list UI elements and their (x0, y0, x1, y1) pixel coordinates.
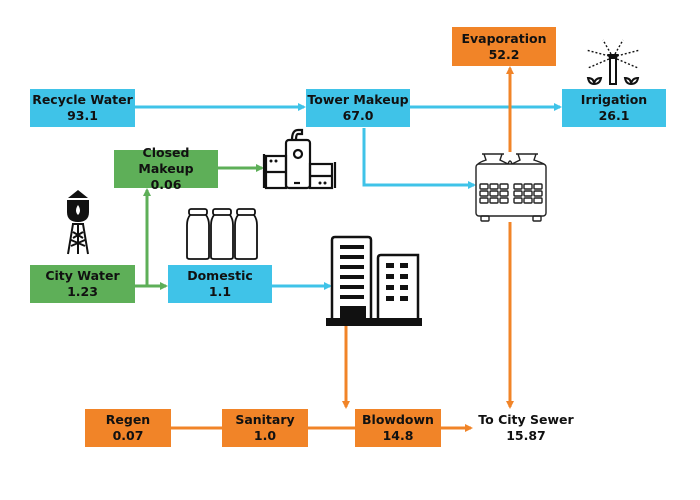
node-label: Sanitary (235, 412, 295, 427)
node-value: 14.8 (382, 428, 414, 443)
node-irrigation: Irrigation 26.1 (562, 89, 666, 127)
node-label: Domestic (187, 268, 253, 283)
node-value: 1.1 (208, 284, 232, 299)
node-tower-makeup: Tower Makeup 67.0 (306, 89, 410, 127)
node-label: Regen (105, 412, 151, 427)
node-recycle-water: Recycle Water 93.1 (30, 89, 135, 127)
sprinkler-icon (585, 39, 641, 85)
node-to-city-sewer: To City Sewer 15.87 (474, 409, 578, 447)
node-city-water: City Water 1.23 (30, 265, 135, 303)
node-value: 52.2 (488, 46, 520, 62)
node-label: City Water (45, 268, 120, 283)
node-sanitary: Sanitary 1.0 (222, 409, 308, 447)
node-value: 1.23 (67, 284, 98, 299)
node-label: Tower Makeup (307, 92, 409, 107)
cooling-tower-icon (475, 153, 547, 222)
water-tower-icon (67, 190, 89, 255)
node-label: Irrigation (580, 92, 648, 107)
node-value: 93.1 (67, 108, 98, 123)
node-label: Closed Makeup (138, 145, 194, 176)
node-blowdown: Blowdown 14.8 (355, 409, 441, 447)
closed-loop-machine-icon (262, 128, 337, 190)
node-value: 1.0 (253, 428, 277, 443)
building-icon (326, 235, 422, 326)
node-value: 67.0 (342, 108, 374, 123)
arrow-tower-to-cooling-tower (362, 128, 476, 189)
node-label: To City Sewer (478, 412, 574, 427)
node-value: 0.07 (112, 428, 144, 443)
node-value: 26.1 (598, 108, 630, 123)
node-value: 0.06 (150, 177, 182, 192)
node-domestic: Domestic 1.1 (168, 265, 272, 303)
node-label: Blowdown (362, 412, 434, 427)
water-jugs-icon (186, 208, 258, 260)
node-label: Evaporation (461, 30, 547, 46)
node-regen: Regen 0.07 (85, 409, 171, 447)
node-label: Recycle Water (32, 92, 133, 107)
node-value: 15.87 (506, 428, 546, 443)
node-evaporation: Evaporation 52.2 (452, 27, 556, 66)
node-closed-makeup: Closed Makeup 0.06 (114, 145, 218, 192)
